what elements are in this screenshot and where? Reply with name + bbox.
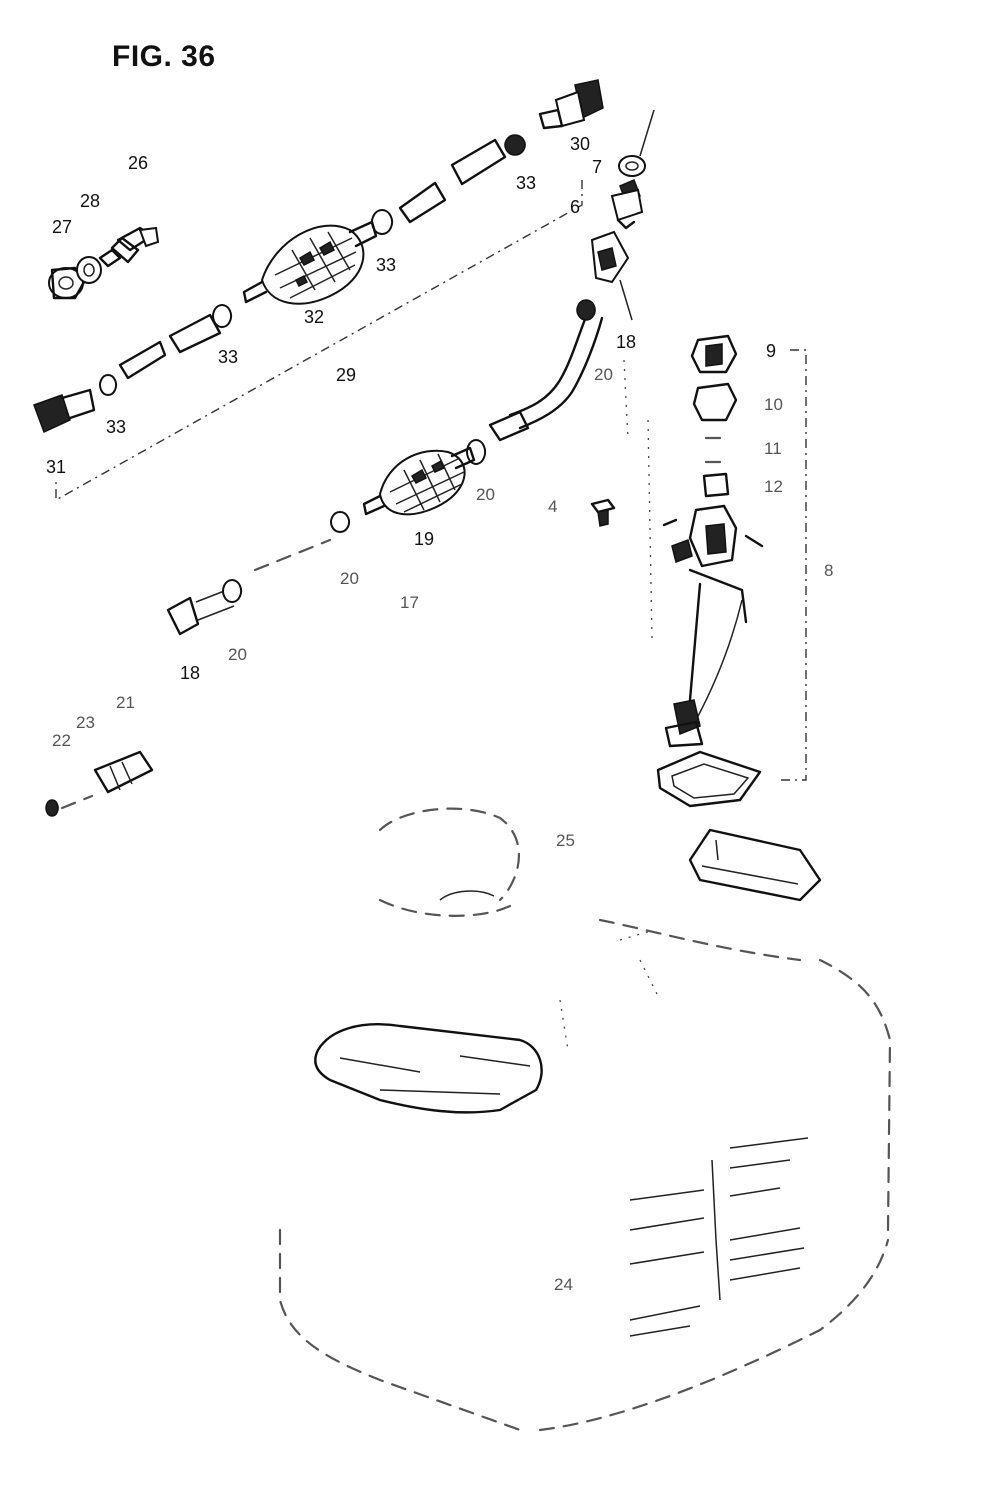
part-20-clamp (330, 511, 351, 533)
part-7-washer (618, 109, 655, 177)
callout-18-lower: 18 (180, 663, 201, 683)
callout-20-c: 20 (340, 569, 359, 588)
part-11-gauge-ring (704, 436, 730, 464)
part-18-connector-upper (590, 230, 633, 321)
callout-32: 32 (304, 307, 325, 327)
callout-7: 7 (592, 157, 603, 177)
part-19-primer-bulb (362, 446, 476, 516)
callout-27: 27 (52, 217, 73, 237)
callout-21: 21 (116, 693, 135, 712)
part-26-fitting (98, 226, 160, 268)
callout-8: 8 (824, 561, 834, 580)
callout-24: 24 (554, 1275, 573, 1294)
callout-23: 23 (76, 713, 95, 732)
group-8-bracket (780, 349, 807, 781)
callout-22: 22 (52, 731, 71, 750)
part-8-gauge-assembly (656, 504, 764, 808)
callout-33-a: 33 (516, 173, 537, 193)
callout-33-b: 33 (376, 255, 397, 275)
callout-20-b: 20 (476, 485, 495, 504)
gauge-axis-line (623, 359, 653, 641)
callout-12: 12 (764, 477, 783, 496)
part-27-nut (48, 266, 86, 300)
callout-31: 31 (46, 457, 67, 477)
callout-28: 28 (80, 191, 101, 211)
part-17-hose-lower (466, 299, 604, 465)
callout-18-upper: 18 (616, 332, 637, 352)
part-18-connector-lower (166, 579, 243, 636)
part-25-filler-cap (378, 807, 521, 917)
callout-29: 29 (336, 365, 357, 385)
figure-title: FIG. 36 (112, 40, 216, 73)
callout-20-d: 20 (228, 645, 247, 664)
part-31-end-connector (33, 388, 96, 434)
callout-20-a: 20 (594, 365, 613, 384)
part-30-connector (538, 79, 604, 130)
part-12-gauge-plate (702, 472, 730, 498)
part-28-washer (76, 256, 102, 284)
callout-6: 6 (570, 197, 581, 217)
part-9-gauge-lens (690, 334, 738, 374)
callout-25: 25 (556, 831, 575, 850)
part-32-primer-bulb (242, 220, 378, 305)
callout-30: 30 (570, 134, 591, 154)
part-6-fitting (610, 179, 644, 230)
callout-33-d: 33 (106, 417, 127, 437)
callout-11: 11 (764, 439, 782, 458)
callout-10: 10 (764, 395, 783, 414)
callout-4: 4 (548, 497, 558, 516)
part-21-fitting (45, 750, 154, 817)
callout-19: 19 (414, 529, 435, 549)
part-29-hose-upper (99, 134, 526, 396)
callout-9: 9 (766, 341, 777, 361)
hose-segment-faded (253, 538, 332, 572)
part-10-gauge-gasket (692, 382, 738, 422)
callout-17: 17 (400, 593, 419, 612)
part-4-screw (590, 498, 616, 527)
callout-26: 26 (128, 153, 149, 173)
part-24-fuel-tank (278, 828, 892, 1432)
callout-33-c: 33 (218, 347, 239, 367)
